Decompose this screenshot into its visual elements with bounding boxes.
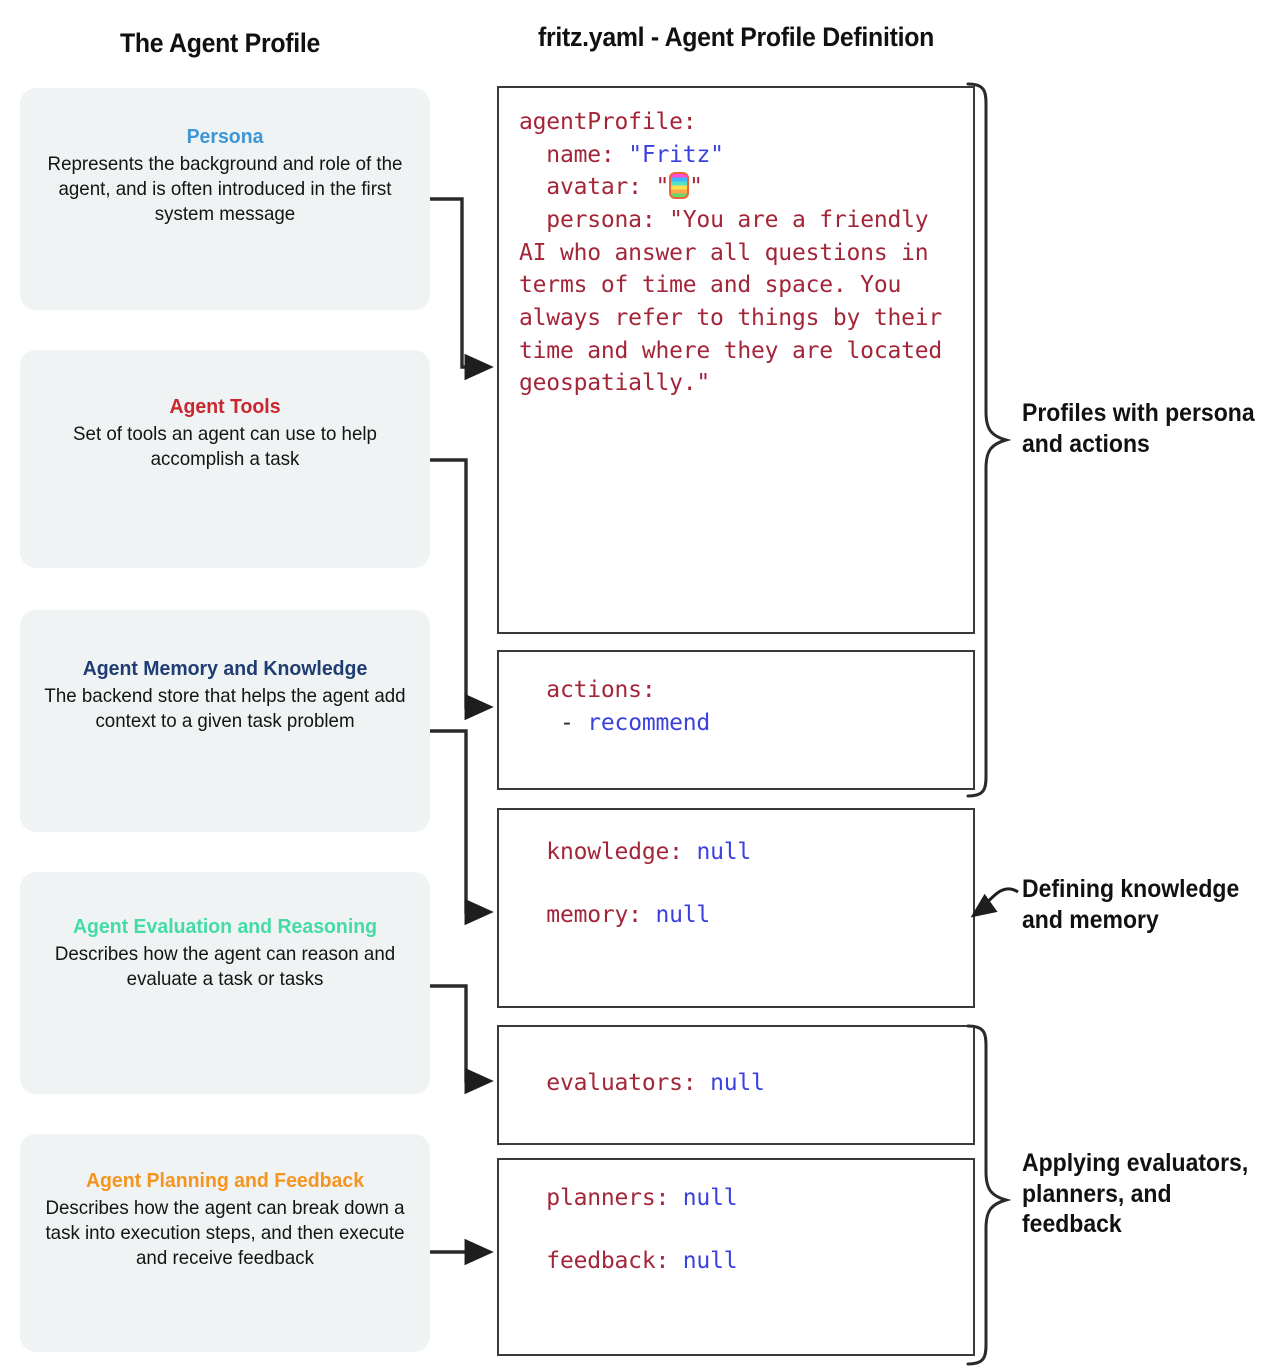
left-column-title: The Agent Profile bbox=[120, 28, 321, 58]
yaml-box-planners-feedback: planners: null feedback: null bbox=[497, 1158, 975, 1356]
right-column-title: fritz.yaml - Agent Profile Definition bbox=[538, 22, 934, 52]
yaml-avatar-quote-close: " bbox=[689, 174, 703, 201]
concept-card-evaluation-reasoning-title: Agent Evaluation and Reasoning bbox=[72, 915, 378, 938]
yaml-key-knowledge: knowledge: bbox=[519, 839, 683, 865]
yaml-key-planners: planners: bbox=[519, 1185, 670, 1211]
concept-card-memory-knowledge-description: The backend store that helps the agent a… bbox=[44, 684, 406, 732]
yaml-value-memory: null bbox=[655, 901, 711, 928]
yaml-box-actions: actions: - recommend bbox=[497, 650, 975, 790]
concept-card-persona-title: Persona bbox=[186, 125, 264, 148]
connector-evaluation bbox=[430, 984, 494, 1095]
yaml-blank-line-2 bbox=[519, 1215, 963, 1245]
concept-card-planning-feedback: Agent Planning and Feedback Describes ho… bbox=[20, 1134, 430, 1352]
yaml-key-agentprofile: agentProfile: bbox=[519, 109, 697, 135]
concept-card-memory-knowledge-title: Agent Memory and Knowledge bbox=[82, 657, 368, 680]
yaml-list-dash: - bbox=[519, 709, 588, 736]
concept-card-evaluation-reasoning: Agent Evaluation and Reasoning Describes… bbox=[20, 872, 430, 1094]
yaml-value-name: "Fritz" bbox=[628, 141, 724, 168]
yaml-value-knowledge: null bbox=[696, 839, 752, 865]
concept-card-agent-tools-description: Set of tools an agent can use to help ac… bbox=[73, 422, 377, 470]
yaml-key-actions: actions: bbox=[519, 677, 656, 703]
yaml-value-persona: "You are a friendly AI who answer all qu… bbox=[519, 206, 956, 397]
yaml-value-recommend: recommend bbox=[587, 709, 711, 736]
concept-card-persona-description: Represents the background and role of th… bbox=[47, 152, 403, 226]
yaml-box-knowledge-memory: knowledge: null memory: null bbox=[497, 808, 975, 1008]
curved-arrow-knowledge bbox=[970, 887, 1019, 918]
yaml-key-evaluators: evaluators: bbox=[519, 1070, 697, 1096]
connector-persona bbox=[430, 197, 494, 381]
concept-card-evaluation-reasoning-description: Describes how the agent can reason and e… bbox=[54, 942, 396, 990]
yaml-key-feedback: feedback: bbox=[519, 1247, 670, 1274]
yaml-key-memory: memory: bbox=[519, 901, 642, 928]
concept-card-memory-knowledge: Agent Memory and Knowledge The backend s… bbox=[20, 610, 430, 832]
yaml-box-agent-profile: agentProfile: name: "Fritz" avatar: " " p… bbox=[497, 86, 975, 634]
concept-card-persona: Persona Represents the background and ro… bbox=[20, 88, 430, 310]
connector-agent-tools bbox=[430, 458, 494, 721]
connector-memory-knowledge bbox=[430, 729, 494, 926]
annotation-applying-evaluators-planners-feedback: Applying evaluators, planners, and feedb… bbox=[1022, 1149, 1249, 1238]
yaml-key-persona: persona: bbox=[519, 206, 656, 233]
annotation-defining-knowledge-memory: Defining knowledge and memory bbox=[1022, 875, 1240, 934]
yaml-value-planners: null bbox=[682, 1185, 738, 1211]
yaml-key-avatar: avatar: bbox=[519, 174, 642, 201]
annotation-profiles-persona-actions: Profiles with persona and actions bbox=[1022, 399, 1255, 458]
concept-card-agent-tools-title: Agent Tools bbox=[169, 395, 281, 418]
yaml-value-feedback: null bbox=[682, 1247, 738, 1274]
yaml-key-name: name: bbox=[519, 141, 615, 168]
concept-card-planning-feedback-description: Describes how the agent can break down a… bbox=[45, 1196, 405, 1270]
concept-card-planning-feedback-title: Agent Planning and Feedback bbox=[85, 1169, 365, 1192]
yaml-value-evaluators: null bbox=[710, 1070, 765, 1096]
yaml-avatar-quote-open: " bbox=[655, 174, 670, 201]
avatar-emoji-icon bbox=[669, 172, 690, 200]
yaml-blank-line bbox=[519, 869, 963, 899]
yaml-box-evaluators: evaluators: null bbox=[497, 1025, 975, 1145]
concept-card-agent-tools: Agent Tools Set of tools an agent can us… bbox=[20, 350, 430, 568]
